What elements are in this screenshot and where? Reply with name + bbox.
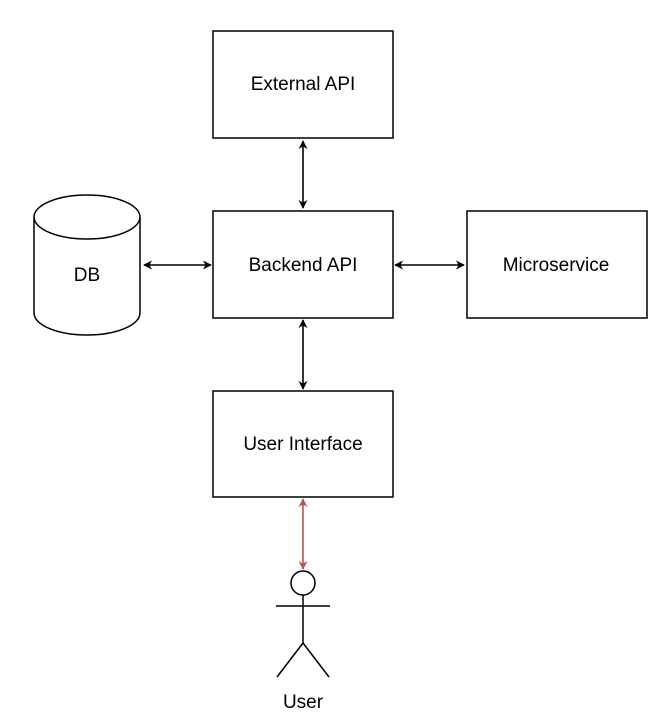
node-microservice[interactable]: Microservice — [466, 210, 648, 319]
db-cylinder-body — [33, 217, 141, 336]
user-interface-label: User Interface — [243, 434, 362, 455]
node-db[interactable]: DB — [33, 194, 141, 336]
backend-api-label: Backend API — [249, 255, 358, 276]
external-api-label: External API — [251, 74, 356, 95]
node-user-interface[interactable]: User Interface — [212, 390, 394, 498]
user-label: User — [283, 692, 324, 713]
user-actor-icon — [276, 570, 330, 678]
db-label: DB — [74, 265, 100, 286]
node-external-api[interactable]: External API — [212, 30, 394, 139]
microservice-label: Microservice — [503, 255, 610, 276]
node-user[interactable]: User — [276, 570, 330, 713]
node-backend-api[interactable]: Backend API — [212, 210, 394, 319]
db-cylinder-top — [33, 194, 141, 240]
